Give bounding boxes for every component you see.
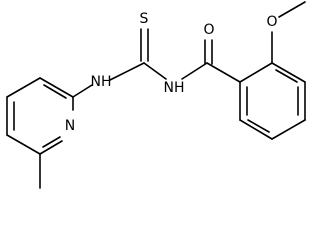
ring-inner-double bbox=[43, 84, 67, 99]
bond-nh-pyridine bbox=[72, 84, 93, 98]
thiocarbonyl-group bbox=[109, 28, 167, 81]
ring-inner-double bbox=[247, 119, 270, 133]
ring-inner-double bbox=[42, 136, 61, 148]
molecule-diagram: S O O NH NH N bbox=[6, 1, 306, 189]
ring-bond bbox=[239, 62, 273, 83]
ring-bond bbox=[39, 140, 63, 155]
methoxy-group bbox=[271, 1, 306, 64]
ring-bond bbox=[6, 77, 41, 98]
ring-bond bbox=[239, 119, 273, 140]
atom-label-pyridine-nitrogen: N bbox=[65, 118, 75, 134]
bond-nh-ccarbonyl bbox=[181, 62, 208, 80]
atom-label-sulfur: S bbox=[140, 11, 149, 27]
atom-label-amide-nitrogen: NH bbox=[164, 80, 185, 96]
ring-bond bbox=[6, 134, 41, 155]
atom-label-carbonyl-oxygen: O bbox=[203, 22, 214, 38]
carbonyl-group bbox=[181, 39, 241, 83]
bond-omethoxy-methyl bbox=[278, 1, 306, 18]
atom-label-methoxy-oxygen: O bbox=[266, 14, 277, 30]
ring-bond bbox=[271, 62, 306, 83]
bond-cthio-nh-right bbox=[143, 62, 167, 80]
ring-inner-double bbox=[275, 69, 298, 83]
methoxyphenyl-ring bbox=[239, 62, 306, 140]
structure-canvas: S O O NH NH N bbox=[6, 1, 306, 189]
methylpyridine-ring bbox=[6, 77, 93, 189]
ring-bond bbox=[271, 119, 306, 140]
bond-ccarbonyl-ring bbox=[206, 62, 241, 83]
atom-label-amine-nitrogen: NH bbox=[91, 74, 112, 90]
ring-bond bbox=[39, 77, 74, 98]
bond-cthio-nh-left bbox=[109, 62, 145, 81]
